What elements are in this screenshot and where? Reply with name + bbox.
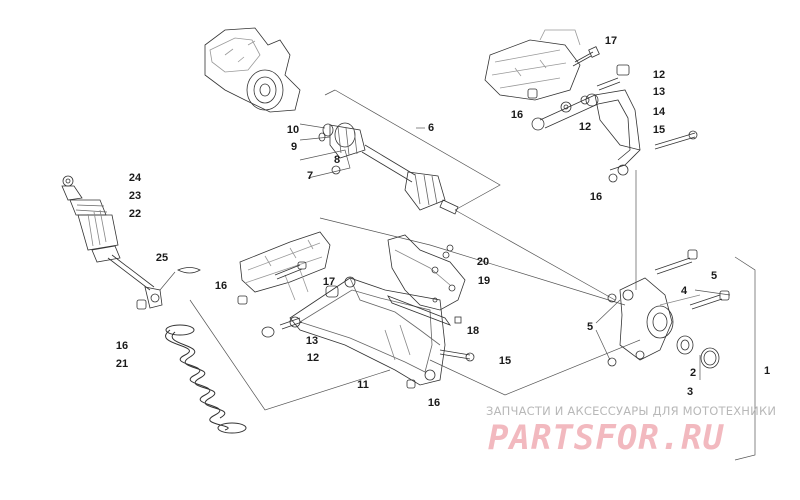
coil-spring xyxy=(165,324,247,434)
leader-lines xyxy=(159,89,756,461)
callout-7: 7 xyxy=(306,170,314,182)
gearcase-housing xyxy=(204,27,301,113)
upper-a-arm xyxy=(531,89,641,176)
watermark-brand: PARTSFOR.RU xyxy=(488,418,725,458)
callout-13-top: 13 xyxy=(652,86,666,98)
skid-plate xyxy=(387,234,466,311)
callout-14: 14 xyxy=(652,106,666,118)
drive-axle xyxy=(318,122,459,215)
callout-24: 24 xyxy=(128,172,142,184)
callout-20: 20 xyxy=(476,256,490,268)
callout-22: 22 xyxy=(128,208,142,220)
callout-11: 11 xyxy=(357,379,369,391)
callout-16-mid: 16 xyxy=(214,280,228,292)
lower-frame-bracket xyxy=(239,231,331,301)
spindle-knuckle xyxy=(607,249,730,369)
lower-hardware xyxy=(136,244,475,389)
callout-15-low: 15 xyxy=(498,355,512,367)
callout-8: 8 xyxy=(333,154,341,166)
callout-16-bottom: 16 xyxy=(427,397,441,409)
upper-frame-bracket xyxy=(484,29,581,101)
callout-21: 21 xyxy=(115,358,129,370)
callout-1: 1 xyxy=(763,365,771,377)
callout-17-top: 17 xyxy=(604,35,618,47)
callout-13-low: 13 xyxy=(305,335,319,347)
callout-5-lower: 5 xyxy=(586,321,594,333)
reinforcement-bracket xyxy=(387,295,452,326)
callout-4: 4 xyxy=(680,285,688,297)
callout-25: 25 xyxy=(155,252,169,264)
callout-23: 23 xyxy=(128,190,142,202)
upper-hardware xyxy=(527,46,698,183)
watermark-subtitle: ЗАПЧАСТИ И АКСЕССУАРЫ ДЛЯ МОТОТЕХНИКИ xyxy=(486,404,777,418)
callout-10: 10 xyxy=(286,124,300,136)
callout-12-low: 12 xyxy=(306,352,320,364)
callout-18: 18 xyxy=(466,325,480,337)
callout-12-mid: 12 xyxy=(578,121,592,133)
callout-6: 6 xyxy=(427,122,435,134)
callout-15-top: 15 xyxy=(652,124,666,136)
callout-17-low: 17 xyxy=(322,276,336,288)
callout-16-right: 16 xyxy=(589,191,603,203)
callout-12-top: 12 xyxy=(652,69,666,81)
snap-ring xyxy=(177,267,201,274)
lower-a-arm xyxy=(289,276,446,386)
shock-absorber xyxy=(61,175,163,309)
callout-16-top: 16 xyxy=(510,109,524,121)
callout-19: 19 xyxy=(477,275,491,287)
callout-3: 3 xyxy=(686,386,694,398)
callout-5-upper: 5 xyxy=(710,270,718,282)
callout-16-left: 16 xyxy=(115,340,129,352)
callout-2: 2 xyxy=(689,367,697,379)
callout-9: 9 xyxy=(290,141,298,153)
